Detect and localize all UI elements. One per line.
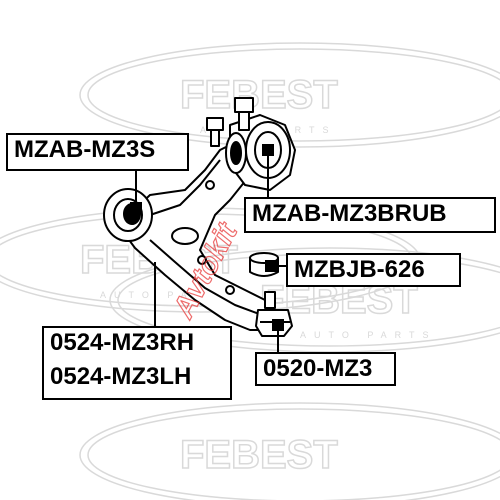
leader-lines: [130, 144, 286, 352]
front-bushing: [103, 188, 153, 242]
callout-mzab-mz3brub[interactable]: MZAB-MZ3BRUB: [244, 197, 496, 233]
leader-marker: [130, 202, 142, 214]
leader-marker: [272, 319, 284, 331]
watermark-logo-bottom: FEBEST: [79, 402, 500, 500]
watermark-brand: FEBEST: [180, 73, 338, 117]
leader-marker: [265, 260, 277, 272]
callout-0520-mz3[interactable]: 0520-MZ3: [255, 352, 396, 386]
part-number: MZAB-MZ3BRUB: [252, 200, 447, 227]
leader-marker: [262, 144, 274, 156]
part-number-rh: 0524-MZ3RH: [50, 329, 195, 356]
watermark-logo-top-right: FEBEST AUTO PARTS: [79, 42, 500, 148]
part-number: 0520-MZ3: [263, 355, 373, 382]
watermark-brand: FEBEST: [180, 433, 338, 477]
control-arm-inner-edge: [149, 159, 263, 316]
arm-hole: [171, 227, 199, 245]
callout-0524-mz3[interactable]: 0524-MZ3RH 0524-MZ3LH: [42, 326, 232, 400]
callout-mzab-mz3s[interactable]: MZAB-MZ3S: [6, 133, 189, 171]
watermark-tagline: AUTO PARTS: [300, 330, 437, 340]
part-number: MZAB-MZ3S: [14, 136, 156, 163]
callout-mzbjb-626[interactable]: MZBJB-626: [286, 253, 461, 287]
mounting-bolts: [197, 97, 254, 295]
watermark-tagline: AUTO PARTS: [100, 290, 237, 300]
part-number-lh: 0524-MZ3LH: [50, 363, 192, 390]
part-number: MZBJB-626: [294, 256, 425, 283]
